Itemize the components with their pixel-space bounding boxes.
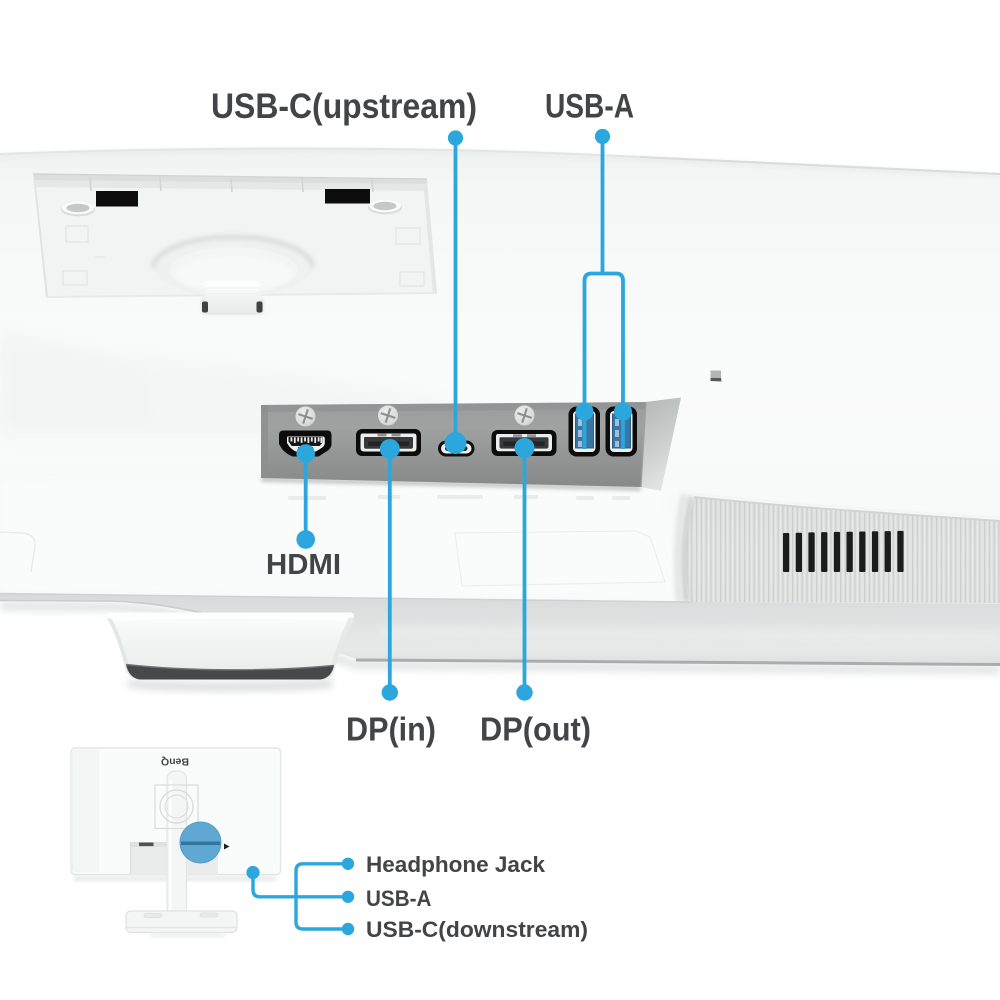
svg-text:USB-A: USB-A — [366, 886, 432, 911]
svg-text:USB-C(upstream): USB-C(upstream) — [211, 87, 477, 126]
svg-text:Headphone Jack: Headphone Jack — [366, 852, 546, 877]
svg-text:DP(in): DP(in) — [346, 711, 436, 748]
svg-text:HDMI: HDMI — [266, 549, 341, 581]
svg-text:USB-A: USB-A — [545, 88, 634, 126]
svg-text:BenQ: BenQ — [161, 756, 189, 768]
svg-text:USB-C(downstream): USB-C(downstream) — [366, 917, 588, 942]
svg-text:DP(out): DP(out) — [480, 711, 591, 748]
